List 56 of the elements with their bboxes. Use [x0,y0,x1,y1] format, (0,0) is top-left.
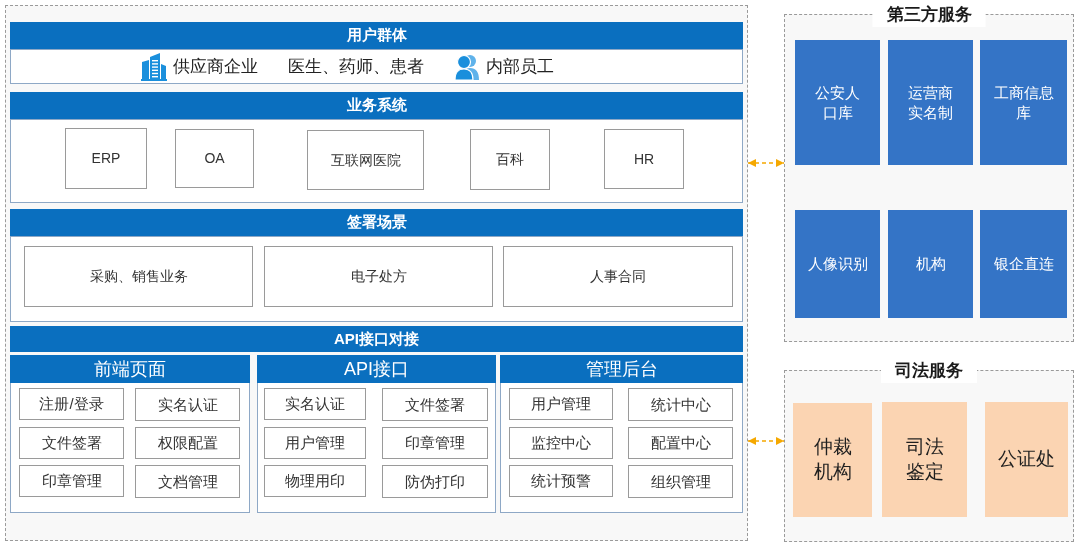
section-header: 签署场景 [10,209,743,236]
double-arrow [747,437,785,445]
module-panel [500,355,743,513]
section-header: 用户群体 [10,22,743,49]
user-group-label: 供应商企业 [173,56,258,78]
double-arrow [747,159,785,167]
service-box: 运营商实名制 [888,40,973,165]
service-box: 银企直连 [980,210,1067,318]
section-header: 业务系统 [10,92,743,119]
service-box: 机构 [888,210,973,318]
system-box: HR [604,129,684,189]
panel-header: 管理后台 [500,355,743,383]
function-box: 防伪打印 [382,465,488,498]
function-box: 文件签署 [19,427,124,459]
function-box: 印章管理 [19,465,124,497]
dashed-container [5,5,748,541]
module-panel [10,355,250,513]
service-box: 工商信息库 [980,40,1067,165]
function-box: 实名认证 [135,388,240,421]
service-box: 人像识别 [795,210,880,318]
system-box: 人事合同 [503,246,733,307]
group-title: 司法服务 [881,358,977,383]
function-box: 组织管理 [628,465,733,498]
function-box: 用户管理 [509,388,613,420]
group-title: 第三方服务 [872,2,986,27]
service-box: 公证处 [985,402,1068,517]
service-box: 司法鉴定 [882,402,967,517]
function-box: 统计预警 [509,465,613,497]
service-box: 仲裁机构 [793,403,872,517]
function-box: 文档管理 [135,465,240,498]
function-box: 印章管理 [382,427,488,459]
system-box: 采购、销售业务 [24,246,253,307]
section-header: API接口对接 [10,326,743,352]
function-box: 文件签署 [382,388,488,421]
panel-header: 前端页面 [10,355,250,383]
user-group-label: 医生、药师、患者 [288,56,424,78]
function-box: 监控中心 [509,427,613,459]
system-box: 电子处方 [264,246,493,307]
system-box: ERP [65,128,147,189]
function-box: 注册/登录 [19,388,124,420]
user-group-label: 内部员工 [486,56,554,78]
panel-header: API接口 [257,355,496,383]
function-box: 配置中心 [628,427,733,459]
function-box: 物理用印 [264,465,366,497]
module-panel [257,355,496,513]
system-box: 百科 [470,129,550,190]
section-panel [10,236,743,322]
function-box: 权限配置 [135,427,240,459]
system-box: OA [175,129,254,188]
function-box: 统计中心 [628,388,733,421]
system-box: 互联网医院 [307,130,424,190]
section-panel [10,119,743,203]
service-box: 公安人口库 [795,40,880,165]
function-box: 实名认证 [264,388,366,420]
function-box: 用户管理 [264,427,366,459]
section-panel [10,49,743,84]
